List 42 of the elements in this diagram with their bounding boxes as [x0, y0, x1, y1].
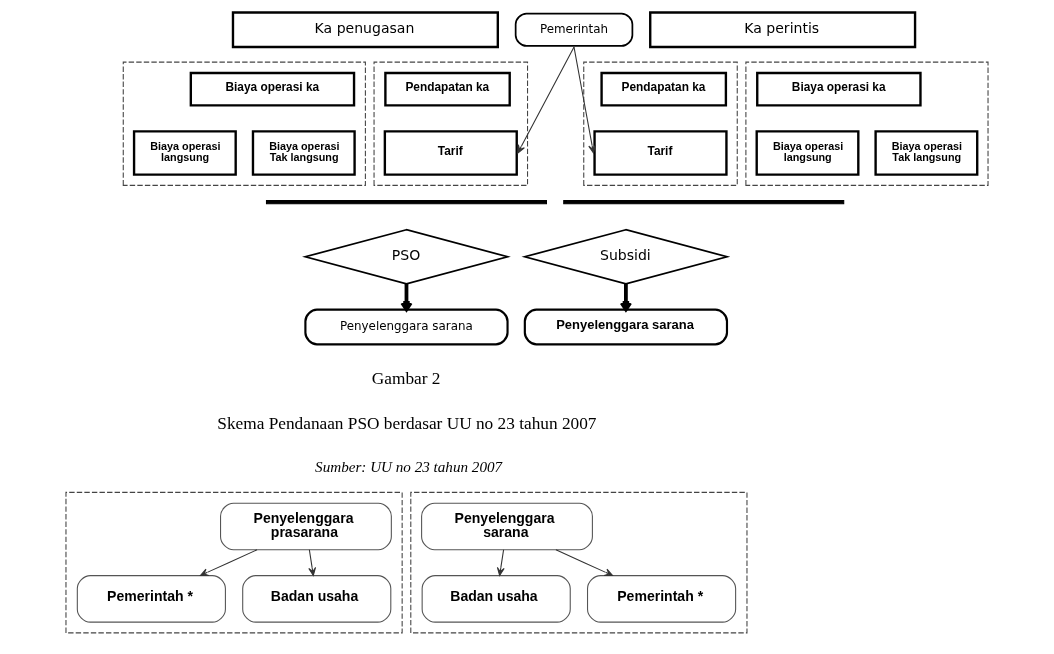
cluster	[65, 491, 403, 634]
node-box: Penyelenggara prasarana	[220, 502, 392, 551]
node-box: Tarif	[383, 130, 518, 176]
cluster	[122, 61, 366, 186]
node-box: Biaya operasi ka	[756, 71, 922, 107]
label: Gambar 2	[371, 369, 441, 389]
node-box: Pendapatan ka	[384, 71, 511, 107]
arrow	[517, 46, 575, 154]
node-box: Penyelenggara sarana	[421, 502, 593, 551]
node-box: Penyelenggara sarana	[523, 308, 729, 346]
cluster	[410, 491, 748, 634]
node-diamond: PSO	[302, 228, 511, 285]
cluster	[745, 61, 989, 186]
arrow	[619, 283, 633, 312]
node-box: Pemerintah *	[587, 575, 737, 623]
node-box: Biaya operasi Tak langsung	[251, 130, 356, 176]
node-box: Pemerintah	[514, 12, 634, 47]
arrow	[555, 549, 613, 576]
node-box: Pemerintah *	[76, 575, 226, 623]
arrow	[400, 283, 413, 312]
arrow	[199, 549, 258, 576]
node-diamond: Subsidi	[521, 228, 731, 285]
node-box: Ka penugasan	[231, 11, 499, 49]
cluster	[583, 61, 738, 186]
node-box: Penyelenggara sarana	[304, 308, 509, 346]
arrow	[496, 549, 505, 576]
node-box: Biaya operasi ka	[189, 71, 356, 107]
node-box: Pendapatan ka	[600, 71, 728, 107]
node-box: Badan usaha	[242, 575, 392, 623]
cluster	[373, 61, 529, 186]
node-box: Tarif	[593, 130, 728, 176]
node-bar	[265, 200, 547, 205]
node-bar	[563, 200, 845, 205]
arrow	[308, 549, 317, 576]
node-box: Biaya operasi Tak langsung	[874, 130, 979, 176]
arrow	[573, 46, 596, 154]
node-box: Badan usaha	[421, 575, 571, 623]
node-box: Biaya operasi langsung	[132, 130, 237, 176]
node-box: Biaya operasi langsung	[755, 130, 860, 176]
label: Sumber: UU no 23 tahun 2007	[315, 459, 503, 476]
label: Skema Pendanaan PSO berdasar UU no 23 tahun 2007	[217, 414, 597, 434]
node-box: Ka perintis	[649, 11, 917, 49]
